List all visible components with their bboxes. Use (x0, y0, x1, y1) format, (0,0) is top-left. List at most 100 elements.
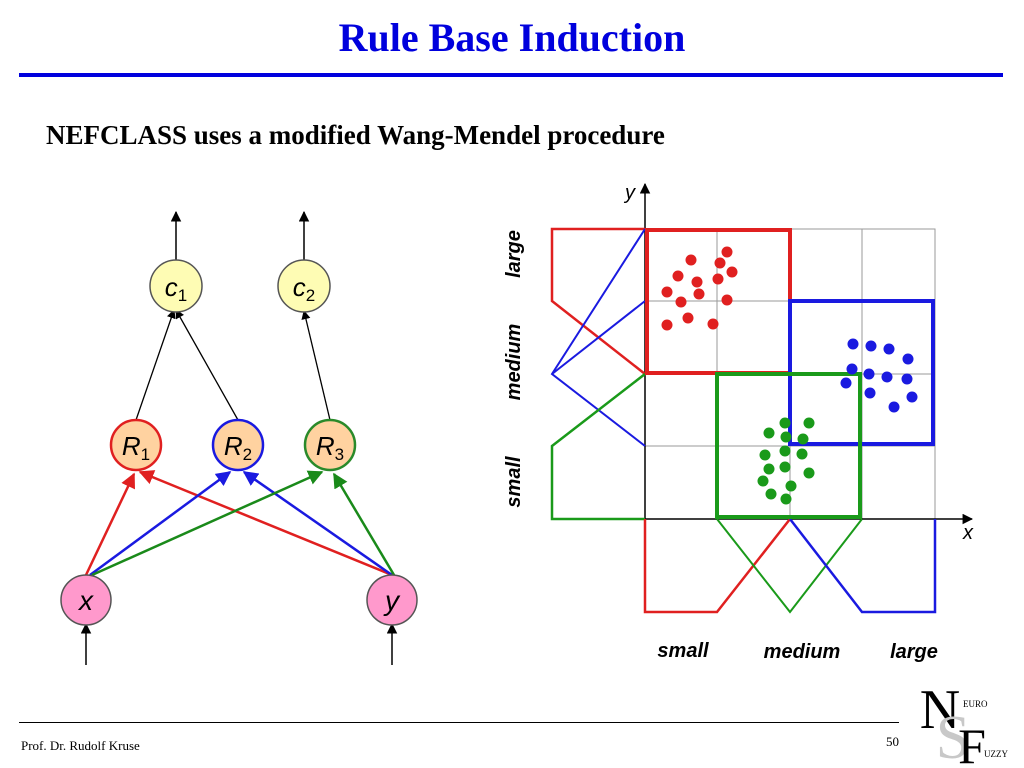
node-letter: x (77, 585, 94, 616)
data-point (785, 480, 797, 492)
data-point (661, 319, 673, 331)
data-point (864, 387, 876, 399)
edge-x-r1 (84, 472, 136, 576)
data-point (840, 377, 852, 389)
logo-word-uzzy: UZZY (984, 749, 1008, 759)
rule-box-r3 (715, 372, 862, 519)
data-point (902, 353, 914, 365)
edge-r2-c1 (175, 309, 239, 421)
data-point (714, 257, 726, 269)
rule-node-r1: R1 (109, 418, 163, 472)
x-axis-label: x (962, 522, 974, 544)
data-point (906, 391, 918, 403)
edge-y-r1 (138, 470, 393, 577)
y-axis-label: y (623, 182, 636, 204)
data-point (712, 273, 724, 285)
data-point (693, 288, 705, 300)
edge-x-r2 (89, 470, 232, 577)
data-point (863, 368, 875, 380)
data-point (779, 445, 791, 457)
svg-text:c1: c1 (165, 272, 187, 305)
data-point (888, 401, 900, 413)
data-point (759, 449, 771, 461)
node-index: 1 (141, 445, 150, 464)
edge-r1-c1 (135, 309, 176, 421)
logo-word-euro: EURO (963, 699, 988, 709)
rule-node-r2: R2 (211, 418, 265, 472)
node-index: 2 (306, 286, 315, 305)
node-letter: R (316, 431, 335, 461)
class-node-c1: c1 (149, 259, 203, 313)
data-point (803, 417, 815, 429)
y-set-label-medium: medium (503, 324, 525, 401)
data-point (797, 433, 809, 445)
x-membership-large (789, 518, 937, 614)
cluster-red (661, 246, 738, 331)
class-node-c2: c2 (277, 259, 331, 313)
data-point (883, 343, 895, 355)
x-membership-small (643, 518, 791, 614)
edge-r3-c2 (301, 310, 331, 421)
x-set-label-medium: medium (764, 641, 841, 663)
data-point (691, 276, 703, 288)
node-letter: y (383, 585, 401, 616)
cluster-green (757, 417, 815, 505)
y-membership-medium-top (551, 300, 646, 375)
data-point (803, 467, 815, 479)
edge-x-r3 (91, 470, 324, 577)
node-letter: c (293, 272, 306, 302)
data-point (780, 431, 792, 443)
data-point (779, 461, 791, 473)
x-set-label-large: large (890, 641, 938, 663)
data-point (757, 475, 769, 487)
nefclass-network: c1 c2 R1 R2 R3 x y (60, 210, 418, 665)
node-index: 2 (243, 445, 252, 464)
data-point (865, 340, 877, 352)
data-point (881, 371, 893, 383)
data-point (726, 266, 738, 278)
data-point (847, 338, 859, 350)
logo-letter-s: S (936, 704, 970, 768)
data-point (672, 270, 684, 282)
data-point (763, 463, 775, 475)
y-set-label-small: small (503, 456, 525, 508)
slide-subtitle: NEFCLASS uses a modified Wang-Mendel pro… (46, 120, 665, 150)
cluster-blue (840, 338, 918, 413)
node-index: 3 (335, 445, 344, 464)
slide-title: Rule Base Induction (338, 15, 686, 60)
data-point (661, 286, 673, 298)
data-point (779, 417, 791, 429)
title-divider (19, 73, 1003, 77)
data-point (901, 373, 913, 385)
page-number: 50 (886, 734, 899, 749)
y-set-label-large: large (503, 230, 525, 278)
data-point (721, 246, 733, 258)
fuzzy-partition-plot: y x small medium large small medium larg… (503, 182, 974, 663)
edge-y-r2 (242, 470, 393, 577)
data-point (780, 493, 792, 505)
data-point (675, 296, 687, 308)
footer-divider (19, 722, 899, 723)
node-letter: R (122, 431, 141, 461)
edge-y-r3 (332, 472, 396, 576)
svg-text:R1: R1 (122, 431, 150, 464)
node-index: 1 (178, 286, 187, 305)
x-set-label-small: small (657, 640, 709, 662)
node-letter: R (224, 431, 243, 461)
svg-text:R3: R3 (316, 431, 344, 464)
input-node-x: x (60, 574, 112, 626)
input-node-y: y (366, 574, 418, 626)
svg-text:R2: R2 (224, 431, 252, 464)
data-point (765, 488, 777, 500)
node-letter: c (165, 272, 178, 302)
logo-letter-n: N (920, 679, 960, 741)
data-point (796, 448, 808, 460)
svg-text:c2: c2 (293, 272, 315, 305)
rule-node-r3: R3 (303, 418, 357, 472)
neuro-fuzzy-logo: N S F EURO UZZY (920, 679, 1009, 768)
data-point (763, 427, 775, 439)
data-point (721, 294, 733, 306)
x-membership-medium (716, 518, 863, 614)
data-point (707, 318, 719, 330)
